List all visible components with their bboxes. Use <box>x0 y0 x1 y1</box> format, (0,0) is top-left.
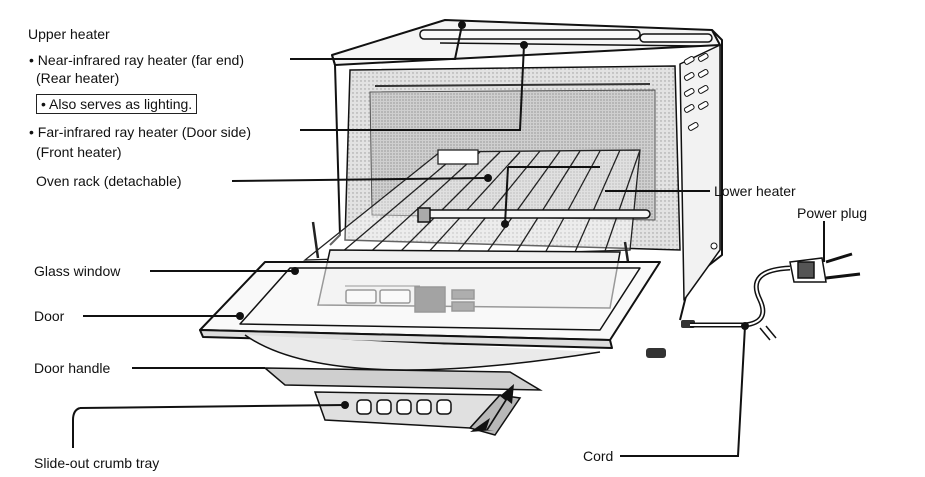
label-door: Door <box>34 308 65 324</box>
label-near-infrared-heater: • Near-infrared ray heater (far end) <box>29 52 244 68</box>
side-vents <box>683 52 718 250</box>
oven-rack <box>303 149 641 263</box>
label-power-plug: Power plug <box>797 205 868 221</box>
door-handle <box>262 367 543 391</box>
label-front-heater: (Front heater) <box>36 144 122 160</box>
label-rear-heater: (Rear heater) <box>36 70 120 86</box>
label-lower-heater: Lower heater <box>714 183 796 199</box>
label-crumb-tray: Slide-out crumb tray <box>34 455 160 471</box>
oven-feet <box>646 320 695 358</box>
leader-dots <box>236 21 749 409</box>
oven-door <box>199 261 661 371</box>
slide-arrow-icon <box>470 384 514 432</box>
leader-lines <box>72 24 825 457</box>
label-oven-rack: Oven rack (detachable) <box>36 173 182 189</box>
label-glass-window: Glass window <box>34 263 121 279</box>
label-also-serves-as-lighting: • Also serves as lighting. <box>36 94 198 114</box>
power-cord <box>690 265 791 341</box>
label-door-handle: Door handle <box>34 360 111 376</box>
label-far-infrared-heater: • Far-infrared ray heater (Door side) <box>29 124 251 140</box>
label-cord: Cord <box>583 448 614 464</box>
power-plug-icon <box>789 252 861 283</box>
label-upper-heater: Upper heater <box>28 26 110 42</box>
crumb-tray <box>313 391 522 436</box>
top-heater-tubes <box>419 29 713 47</box>
lower-heater-tube <box>417 207 651 223</box>
